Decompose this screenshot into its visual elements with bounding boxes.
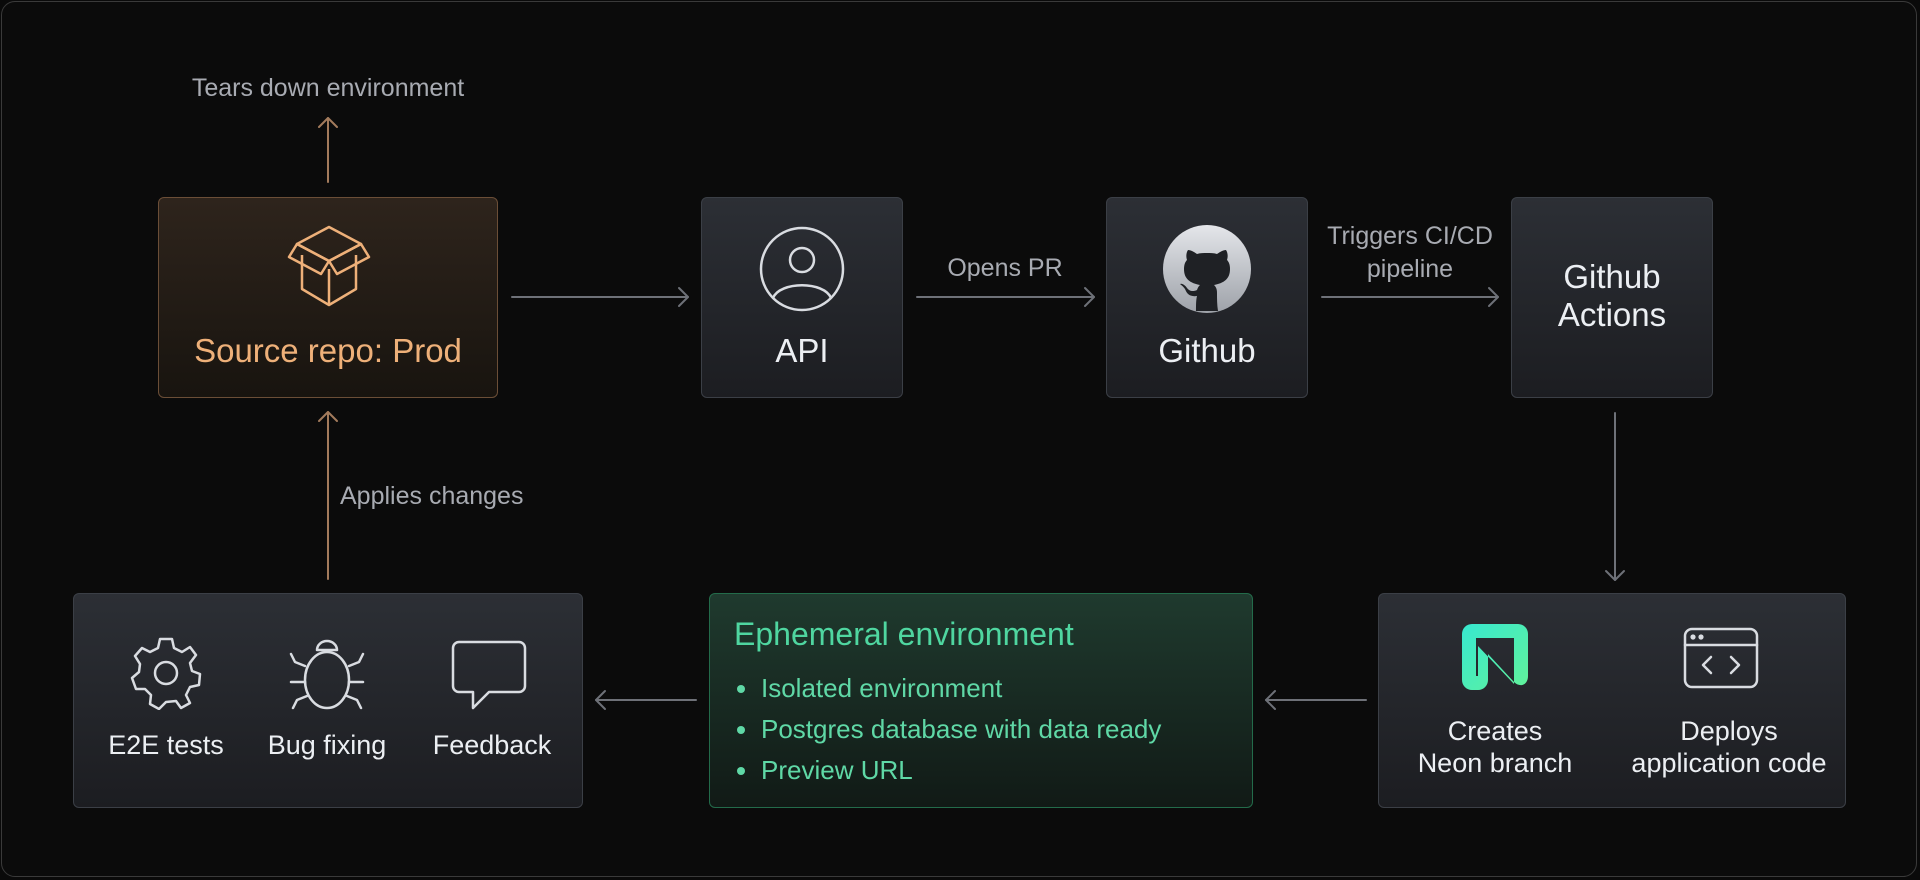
node-source-repo: Source repo: Prod: [158, 197, 498, 398]
chat-bubble-icon: [451, 640, 527, 710]
user-icon: [759, 226, 845, 312]
deploy-item-label-line2: application code: [1631, 748, 1827, 778]
ephemeral-bullet: Isolated environment: [734, 668, 1161, 709]
gear-icon: [130, 637, 202, 710]
node-api: API: [701, 197, 903, 398]
arrow-applies-changes: [318, 411, 338, 580]
arrow-github-to-actions: [1321, 287, 1499, 307]
arrow-tears-down: [318, 117, 338, 183]
arrow-actions-to-neon: [1605, 412, 1625, 581]
ephemeral-bullet: Preview URL: [734, 750, 1161, 791]
neon-logo-icon: [1462, 624, 1528, 690]
github-icon: [1163, 225, 1251, 313]
node-github: Github: [1106, 197, 1308, 398]
edge-label-triggers-line1: Triggers CI/CD: [1327, 222, 1493, 250]
node-github-actions: Github Actions: [1511, 197, 1713, 398]
edge-label-triggers-line2: pipeline: [1366, 255, 1454, 283]
arrow-neon-to-ephemeral: [1265, 690, 1367, 710]
edge-label-opens-pr: Opens PR: [947, 254, 1063, 282]
edge-label-tears-down: Tears down environment: [191, 74, 465, 102]
code-window-icon: [1683, 627, 1759, 689]
neon-item-label-line1: Creates: [1447, 716, 1543, 746]
bug-icon: [289, 639, 365, 710]
arrow-api-to-github: [916, 287, 1095, 307]
arrow-source-to-api: [511, 287, 689, 307]
node-api-label: API: [775, 332, 829, 369]
box-icon: [287, 225, 371, 307]
node-ephemeral-environment: Ephemeral environment Isolated environme…: [709, 593, 1253, 808]
node-review: E2E tests Bug fixing Feedback: [73, 593, 583, 808]
ephemeral-bullet-list: Isolated environment Postgres database w…: [734, 668, 1161, 791]
neon-item-label-line2: Neon branch: [1417, 748, 1573, 778]
review-item-label: E2E tests: [108, 730, 224, 760]
node-neon-deploy: Creates Neon branch Deploys application …: [1378, 593, 1846, 808]
arrow-ephemeral-to-review: [595, 690, 697, 710]
node-github-label: Github: [1158, 332, 1256, 369]
review-item-label: Bug fixing: [267, 730, 387, 760]
deploy-item-label-line1: Deploys: [1680, 716, 1778, 746]
review-item-label: Feedback: [432, 730, 552, 760]
ephemeral-title: Ephemeral environment: [734, 616, 1074, 652]
node-github-actions-label-line1: Github: [1563, 258, 1661, 295]
ephemeral-bullet: Postgres database with data ready: [734, 709, 1161, 750]
node-github-actions-label-line2: Actions: [1557, 296, 1667, 333]
node-source-repo-label: Source repo: Prod: [194, 332, 462, 369]
edge-label-applies-changes: Applies changes: [340, 482, 524, 510]
